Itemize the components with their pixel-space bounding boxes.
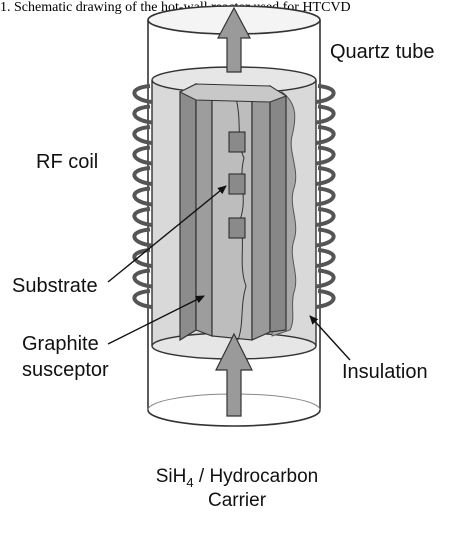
label-insulation: Insulation [342,361,428,383]
coil-turn-left [132,248,153,268]
coil-turn-left [132,207,153,227]
coil-turn-right [315,289,336,309]
coil-turn-left [132,186,153,207]
substrates [228,131,246,239]
coil-turn-left [132,84,153,104]
gas-inlet-arrow [215,332,253,417]
label-substrate: Substrate [12,275,98,297]
substrate-leader [107,185,227,283]
rf-coil [132,84,336,309]
gas-outlet-arrow [217,6,251,73]
coil-turn-left [132,289,153,309]
coil-turn-right [315,186,336,207]
coil-turn-right [315,248,336,268]
graphite-susceptor [178,83,288,342]
gas-feed-line1: SiH4 / Hydrocarbon [0,466,474,490]
label-rf-coil: RF coil [36,151,98,173]
coil-turn-right [315,268,336,289]
coil-turn-left [132,145,153,166]
label-graphite-line2: susceptor [22,359,109,381]
substrate-square [228,173,246,195]
graphite-leader [107,295,205,345]
substrate-square [228,131,246,153]
insulation-leader [309,315,351,361]
coil-turn-left [132,227,153,248]
substrate-square [228,217,246,239]
coil-turn-right [315,145,336,166]
coil-turn-left [132,166,153,186]
coil-turn-right [315,166,336,186]
coil-turn-left [132,104,153,125]
coil-turn-right [315,125,336,145]
coil-turn-right [315,227,336,248]
gas-feed-prefix: SiH [155,466,187,487]
label-graphite-line1: Graphite [22,333,99,355]
coil-turn-right [315,104,336,125]
coil-turn-left [132,268,153,289]
gas-feed-suffix: / Hydrocarbon [193,466,319,487]
label-quartz-tube: Quartz tube [330,41,435,63]
coil-turn-right [315,84,336,104]
gas-feed-subscript: 4 [186,474,194,490]
coil-turn-left [132,125,153,145]
coil-turn-right [315,207,336,227]
gas-feed-line2: Carrier [207,490,267,511]
